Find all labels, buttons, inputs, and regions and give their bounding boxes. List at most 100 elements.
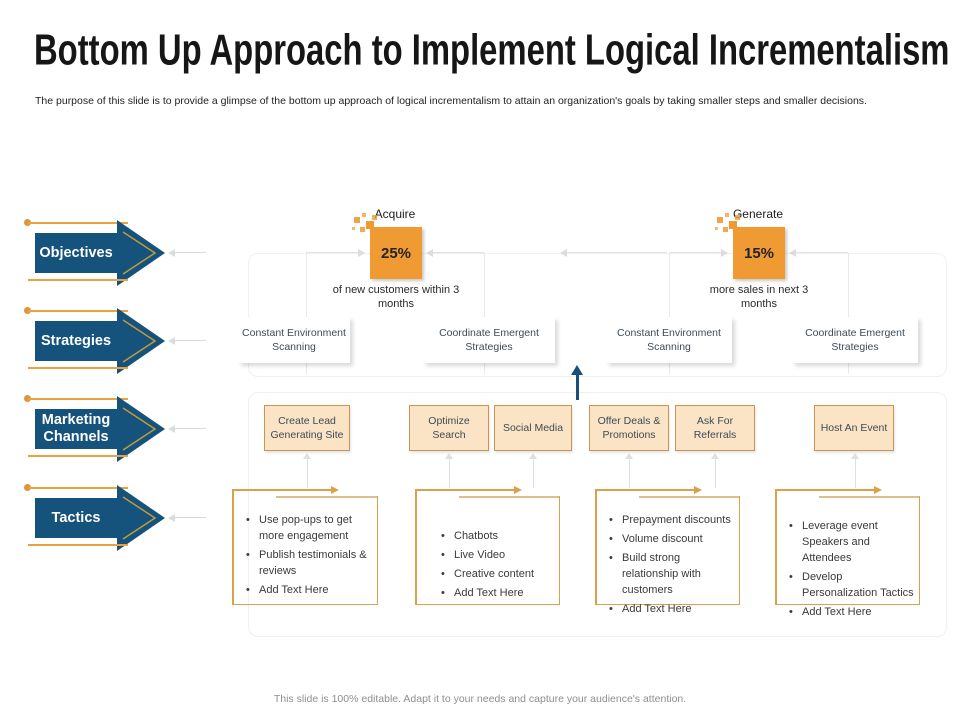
objective-value-square: 15% — [733, 227, 785, 279]
tactic-item: Use pop-ups to get more engagement — [244, 513, 372, 545]
group-outline-top — [248, 253, 947, 377]
tactic-list: Prepayment discounts Volume discount Bui… — [607, 513, 734, 621]
tactic-item: Publish testimonials & reviews — [244, 548, 372, 580]
bracket-line — [848, 253, 849, 374]
up-arrow-line — [575, 374, 579, 400]
arrow-shape-icon — [35, 308, 165, 374]
connector-arrow-left-icon — [426, 249, 433, 257]
nav-label-marketing-channels: Marketing Channels — [41, 412, 111, 445]
page-title: Bottom Up Approach to Implement Logical … — [34, 26, 950, 75]
row-pointer-icon — [168, 337, 175, 345]
row-pointer-line — [174, 252, 206, 253]
connector-line — [796, 252, 848, 253]
tactic-arrow-icon — [693, 485, 702, 494]
tactic-up-arrow-icon — [625, 453, 633, 459]
tactic-item: Build strong relationship with customers — [607, 551, 734, 599]
channel-box: Host An Event — [814, 405, 894, 451]
connector-arrow-right-icon — [721, 249, 728, 257]
pixel-decoration — [715, 213, 745, 243]
tactic-up-arrow-line — [448, 458, 450, 488]
connector-arrow-left-icon — [560, 249, 567, 257]
accent-line — [28, 222, 128, 224]
tactic-item: Add Text Here — [244, 583, 372, 599]
connector-line — [669, 252, 721, 253]
bracket-line — [306, 253, 307, 374]
row-pointer-line — [174, 428, 206, 429]
strategy-box: Constant Environment Scanning — [238, 317, 350, 363]
channel-box: Ask For Referrals — [675, 405, 755, 451]
accent-line — [28, 455, 128, 457]
accent-line — [28, 279, 128, 281]
pixel-decoration — [352, 213, 382, 243]
tactic-arrow-icon — [513, 485, 522, 494]
accent-dot — [24, 395, 31, 402]
nav-arrow-tactics: Tactics — [33, 482, 169, 554]
tactic-up-arrow-icon — [711, 453, 719, 459]
accent-line — [28, 367, 128, 369]
connector-arrow-left-icon — [789, 249, 796, 257]
tactic-arrow-icon — [331, 485, 340, 494]
tactic-arrow-line — [415, 489, 514, 491]
tactic-arrow-icon — [873, 485, 882, 494]
tactic-step-line — [458, 496, 560, 498]
tactics-box: Leverage event Speakers and Attendees De… — [775, 485, 920, 621]
tactics-box: Prepayment discounts Volume discount Bui… — [595, 485, 740, 618]
strategy-box: Constant Environment Scanning — [606, 317, 732, 363]
tactic-up-arrow-line — [306, 458, 308, 488]
bracket-line — [484, 253, 485, 374]
tactic-step-line — [818, 496, 920, 498]
tactic-item: Develop Personalization Tactics — [787, 570, 914, 602]
tactic-item: Add Text Here — [787, 605, 914, 621]
footer-note: This slide is 100% editable. Adapt it to… — [273, 693, 687, 705]
accent-line — [28, 310, 128, 312]
arrow-shape-icon — [35, 396, 165, 462]
row-pointer-line — [174, 517, 206, 518]
tactic-arrow-line — [232, 489, 332, 491]
accent-dot — [24, 484, 31, 491]
arrow-shape-icon — [35, 485, 165, 551]
tactic-list: Leverage event Speakers and Attendees De… — [787, 519, 914, 624]
accent-line — [28, 487, 128, 489]
tactic-arrow-line — [595, 489, 694, 491]
tactic-up-arrow-icon — [445, 453, 453, 459]
connector-line — [433, 252, 484, 253]
channel-box: Optimize Search — [409, 405, 489, 451]
tactic-up-arrow-line — [532, 458, 534, 488]
strategy-box: Coordinate Emergent Strategies — [792, 317, 918, 363]
tactic-item: Volume discount — [607, 532, 734, 548]
accent-line — [28, 544, 128, 546]
tactic-item: Chatbots — [439, 529, 554, 545]
tactic-up-arrow-icon — [851, 453, 859, 459]
tactics-box: Chatbots Live Video Creative content Add… — [415, 485, 560, 605]
connector-arrow-right-icon — [358, 249, 365, 257]
tactic-item: Live Video — [439, 548, 554, 564]
tactic-step-line — [638, 496, 740, 498]
objective-action-label: Acquire — [374, 207, 416, 221]
tactic-item: Creative content — [439, 567, 554, 583]
row-pointer-icon — [168, 249, 175, 257]
tactic-step-line — [275, 496, 378, 498]
tactic-up-arrow-icon — [303, 453, 311, 459]
nav-arrow-strategies: Strategies — [33, 305, 169, 377]
arrow-shape-icon — [35, 220, 165, 286]
channel-box: Create Lead Generating Site — [264, 405, 350, 451]
tactic-up-arrow-icon — [529, 453, 537, 459]
objective-caption: of new customers within 3 months — [332, 284, 460, 311]
nav-arrow-objectives: Objectives — [33, 217, 169, 289]
objective-value-square: 25% — [370, 227, 422, 279]
tactic-arrow-line — [775, 489, 874, 491]
row-pointer-icon — [168, 425, 175, 433]
channel-box: Offer Deals & Promotions — [589, 405, 669, 451]
page-subtitle: The purpose of this slide is to provide … — [35, 95, 867, 107]
accent-dot — [24, 219, 31, 226]
objective-value: 15% — [743, 244, 775, 262]
nav-label-strategies: Strategies — [40, 332, 112, 349]
objective-action-label: Generate — [732, 207, 784, 221]
nav-arrow-marketing-channels: Marketing Channels — [33, 393, 169, 465]
tactics-box: Use pop-ups to get more engagement Publi… — [232, 485, 378, 605]
tactic-list: Chatbots Live Video Creative content Add… — [439, 529, 554, 605]
tactic-item: Leverage event Speakers and Attendees — [787, 519, 914, 567]
nav-label-tactics: Tactics — [51, 509, 101, 526]
tactic-item: Prepayment discounts — [607, 513, 734, 529]
